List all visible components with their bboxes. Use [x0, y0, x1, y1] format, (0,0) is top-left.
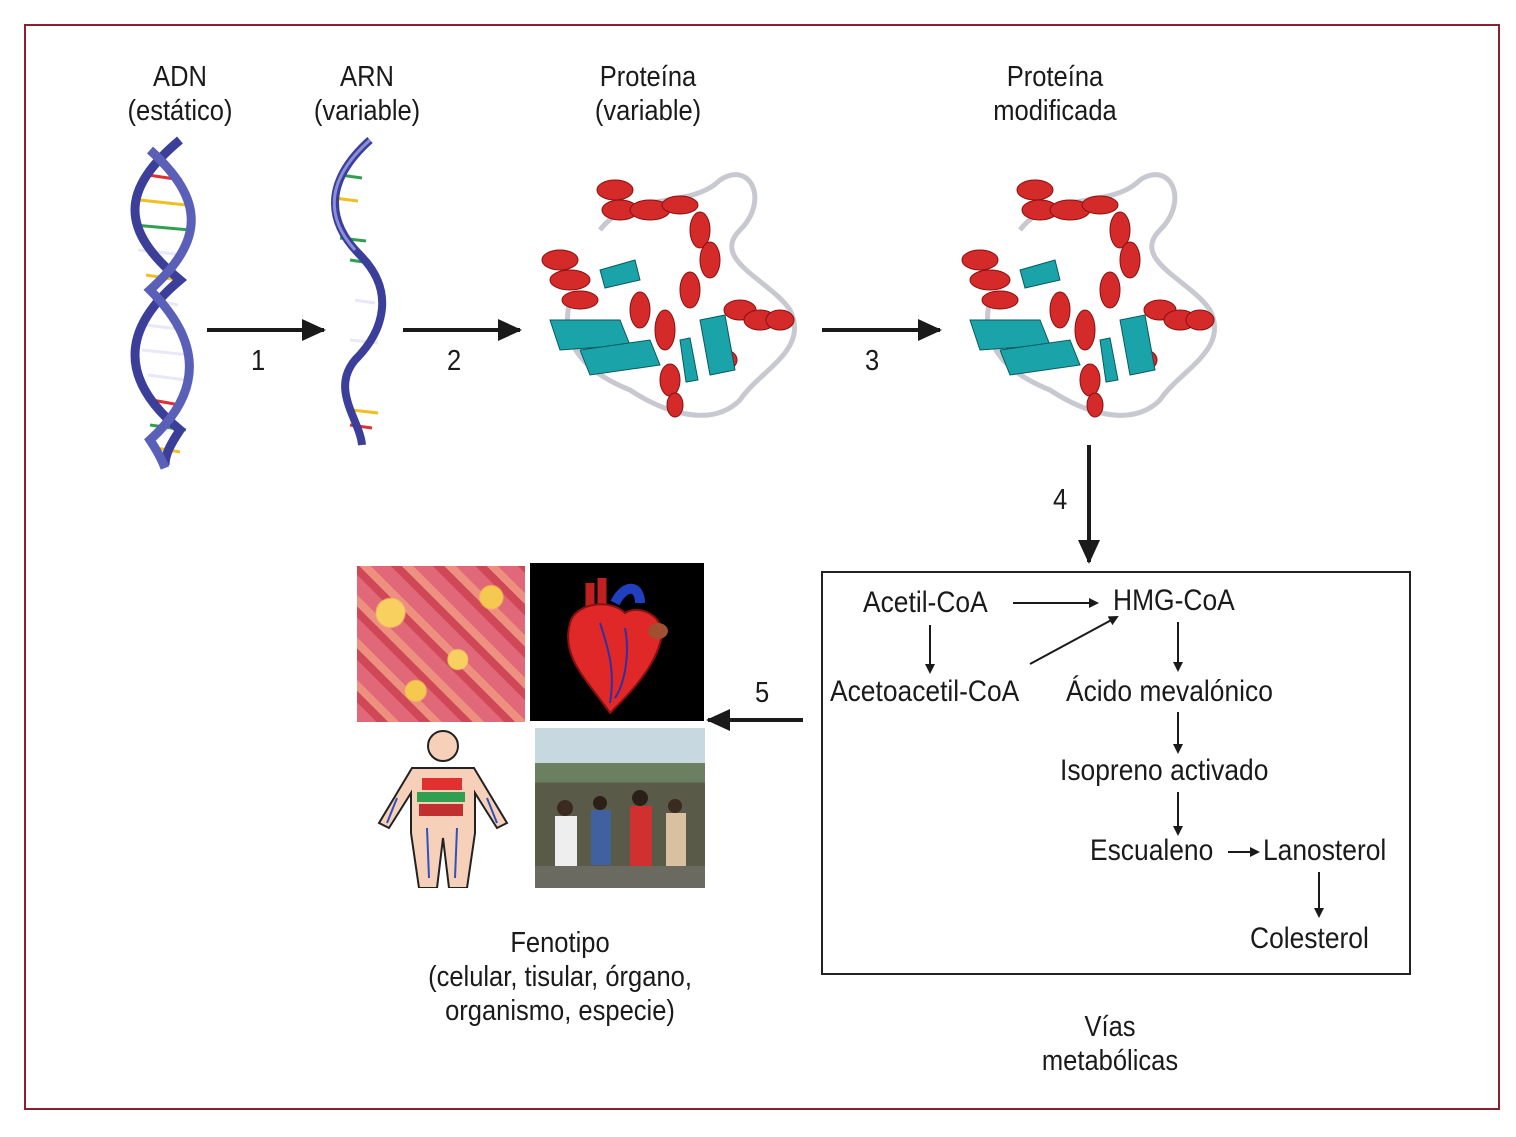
- protein-structure-icon: [541, 172, 798, 418]
- step-5-label: 5: [754, 677, 770, 709]
- rna-label: ARN(variable): [313, 61, 421, 127]
- crowd-photo-image: [535, 728, 705, 888]
- step-3-label: 3: [864, 345, 880, 377]
- figure-frame: [24, 24, 1500, 1110]
- node-cholesterol: Colesterol: [1250, 922, 1369, 955]
- dna-label: ADN(estático): [127, 61, 233, 127]
- phenotype-caption: Fenotipo (celular, tisular, órgano, orga…: [428, 927, 692, 1027]
- node-lanosterol: Lanosterol: [1263, 834, 1387, 867]
- protein-label: Proteína(variable): [594, 61, 702, 127]
- step-1-label: 1: [250, 345, 266, 377]
- human-body-diagram-image: [357, 728, 529, 888]
- node-mevalonic-acid: Ácido mevalónico: [1066, 675, 1273, 708]
- modified-protein-structure-icon: [961, 172, 1218, 418]
- tissue-histology-image: [357, 566, 525, 722]
- dna-helix-icon: [130, 136, 196, 470]
- rna-strand-icon: [331, 137, 387, 446]
- step-2-label: 2: [446, 345, 462, 377]
- node-hmg-coa: HMG-CoA: [1113, 584, 1235, 617]
- step-4-label: 4: [1052, 484, 1068, 516]
- metabolic-pathway-box: [821, 571, 1411, 975]
- pathway-arrows: [925, 598, 1324, 918]
- node-activated-isoprene: Isopreno activado: [1060, 754, 1269, 787]
- node-squalene: Escualeno: [1090, 834, 1214, 867]
- node-acetyl-coa: Acetil-CoA: [863, 586, 988, 619]
- node-acetoacetyl-coa: Acetoacetil-CoA: [830, 675, 1020, 708]
- heart-image: [530, 563, 704, 721]
